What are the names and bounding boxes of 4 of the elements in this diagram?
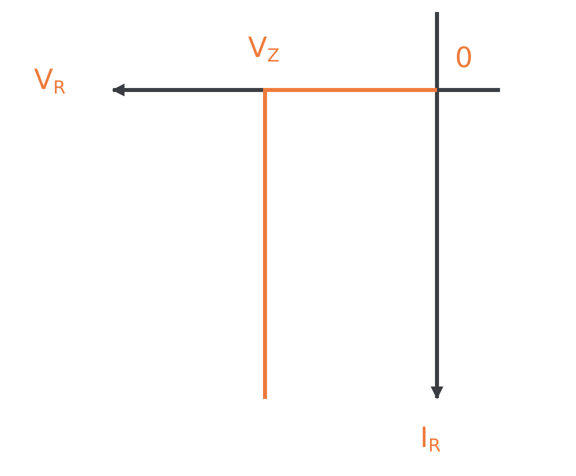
value-label: V$_{Z}$ bbox=[248, 34, 280, 66]
axis-label: I$_{R}$ bbox=[420, 424, 441, 456]
origin-label: 0 bbox=[455, 44, 473, 72]
axis-label: V$_{R}$ bbox=[34, 66, 66, 98]
